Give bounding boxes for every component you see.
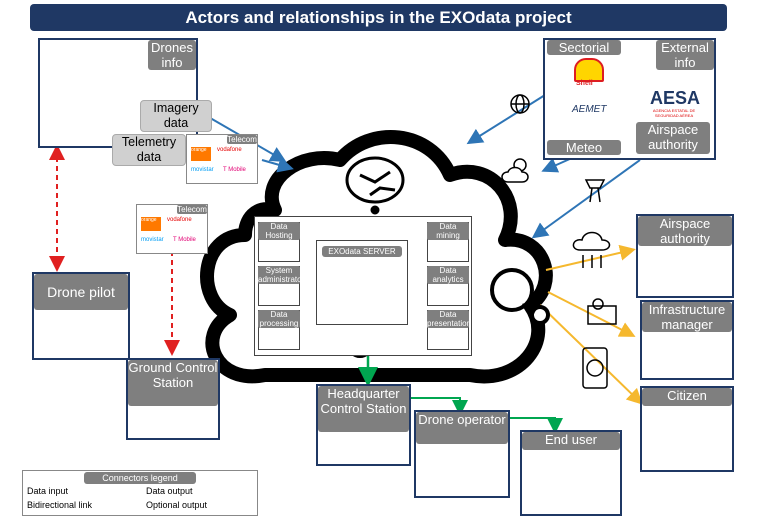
network-share-icon	[490, 268, 550, 325]
system-admin-label: System administrator	[258, 266, 305, 284]
legend-title: Connectors legend	[84, 472, 196, 484]
operator-output-arrow	[410, 397, 468, 416]
airspace-authority-label: Airspace authority	[638, 216, 732, 246]
drones-info-label: Drones info	[148, 40, 196, 70]
telecom-card-top: Telecom orange vodafone movistar T Mobil…	[186, 134, 258, 184]
shell-text: Shell	[576, 80, 593, 87]
cloud-network-icon-right	[572, 231, 611, 268]
shell-logo	[574, 58, 604, 82]
legend-data-input: Data input	[27, 486, 69, 496]
external-info-label: External info	[656, 40, 714, 70]
headquarter-control-station-label: Headquarter Control Station	[318, 386, 409, 432]
data-mining-label: Data mining	[427, 222, 469, 240]
vodafone-logo: vodafone	[217, 147, 242, 153]
orange-logo-2: orange	[141, 217, 161, 231]
page-title: Actors and relationships in the EXOdata …	[30, 4, 727, 31]
control-tower-icon-small	[584, 179, 606, 203]
infrastructure-manager-label: Infrastructure manager	[642, 302, 732, 332]
citizen-label: Citizen	[642, 388, 732, 406]
legend-data-output: Data output	[146, 486, 193, 496]
data-presentation-label: Data presentation	[427, 310, 472, 328]
airspace-authority-ext-label: Airspace authority	[636, 122, 710, 154]
aesa-subtitle: AGENCIA ESTATAL DE SEGURIDAD AÉREA	[652, 108, 696, 118]
data-hosting-label: Data Hosting	[258, 222, 300, 240]
aesa-logo: AESA	[650, 88, 701, 108]
server-title: EXOdata SERVER	[322, 246, 402, 257]
tmobile-logo-2: T Mobile	[173, 237, 196, 243]
movistar-logo-2: movistar	[141, 237, 164, 243]
telecom-card-bottom: Telecom orange vodafone movistar T Mobil…	[136, 204, 208, 254]
vodafone-logo-2: vodafone	[167, 217, 192, 223]
drone-pilot-label: Drone pilot	[34, 274, 128, 310]
telecom-label-2: Telecom	[177, 205, 207, 214]
aemet-logo: AEMET	[572, 104, 607, 115]
server-core-box	[316, 240, 408, 325]
data-processing-label: Data processing	[258, 310, 300, 328]
globe-icon-external	[510, 94, 530, 114]
telemetry-arrow	[261, 157, 294, 173]
movistar-logo: movistar	[191, 167, 214, 173]
airspace-in-arrow	[531, 159, 641, 239]
ai-brain-icon	[345, 156, 405, 215]
opt-arrow-infra	[547, 291, 636, 337]
meteo-label: Meteo	[547, 140, 621, 155]
opt-arrow-airspace	[545, 244, 636, 271]
telemetry-data-label: Telemetry data	[112, 134, 186, 166]
telecom-label: Telecom	[227, 135, 257, 144]
legend-bidirectional-link: Bidirectional link	[27, 500, 93, 510]
weather-icon	[501, 158, 529, 183]
sectorial-label: Sectorial	[547, 40, 621, 55]
data-analytics-label: Data analytics	[427, 266, 469, 284]
legend-optional-output: Optional output	[146, 500, 208, 510]
end-user-label: End user	[522, 432, 620, 450]
imagery-data-label: Imagery data	[140, 100, 212, 132]
enduser-output-arrow	[508, 417, 563, 434]
external-arrow	[466, 94, 546, 145]
map-pin-icon	[587, 298, 617, 325]
drone-operator-label: Drone operator	[416, 412, 508, 444]
opt-arrow-citizen	[539, 304, 643, 405]
connectors-legend	[22, 470, 258, 516]
tmobile-logo: T Mobile	[223, 167, 246, 173]
ground-control-station-label: Ground Control Station	[128, 360, 218, 406]
mobile-globe-icon	[582, 347, 608, 389]
orange-logo: orange	[191, 147, 211, 161]
